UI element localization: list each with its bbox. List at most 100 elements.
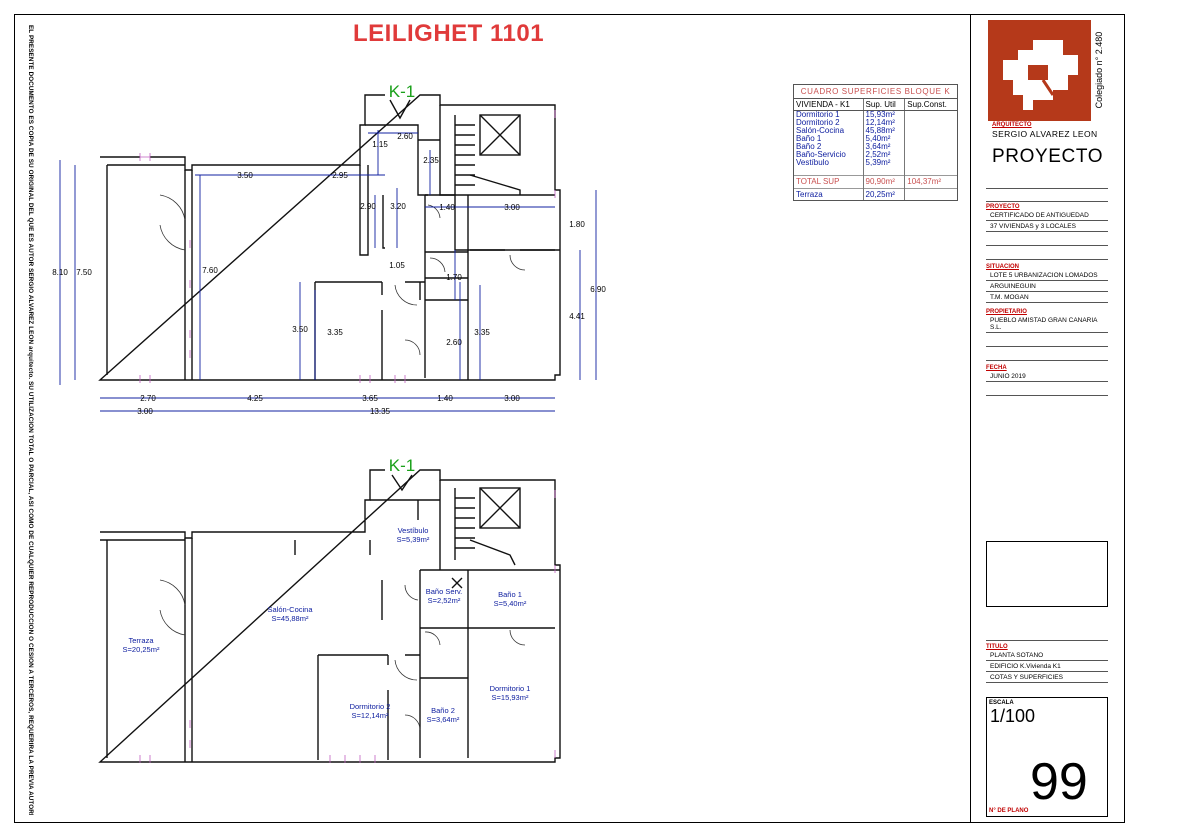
dim-label: 1.15	[372, 140, 388, 149]
arquitecto-label: ARQUITECTO	[992, 122, 1032, 128]
col-header: Sup.Const.	[904, 99, 957, 111]
titulo-line: COTAS Y SUPERFICIES	[986, 672, 1108, 683]
dim-label: 4.25	[247, 394, 263, 403]
dim-label: 3.35	[474, 328, 490, 337]
dim-label: 3.20	[390, 202, 406, 211]
plan-bottom-windows	[139, 490, 556, 763]
plan-top-dim-labels: 2.60 1.15 2.35 3.50 2.95 2.90 3.20 1.40 …	[52, 132, 606, 416]
title-block	[970, 14, 1125, 823]
table-cell: 5,39m²	[862, 159, 905, 167]
col-header: Sup. Util	[862, 99, 905, 111]
plan-bottom-rooms: Vestíbulo S=5,39m² Salón-Cocina S=45,88m…	[123, 526, 531, 724]
room-label: Baño Serv.	[426, 587, 463, 596]
table-cell: 3,64m²	[862, 143, 905, 151]
proyecto-section: PROYECTO CERTIFICADO DE ANTIGUEDAD 37 VI…	[986, 176, 1108, 396]
propietario-line: PUEBLO AMISTAD GRAN CANARIA S.L.	[986, 315, 1108, 333]
plano-label: N° DE PLANO	[989, 808, 1029, 814]
room-area: S=3,64m²	[427, 715, 460, 724]
dim-label: 1.05	[389, 261, 405, 270]
table-cell: Baño-Servicio	[796, 150, 846, 159]
dim-label: 3.00	[504, 394, 520, 403]
table-cell: Dormitorio 1	[796, 110, 840, 119]
dim-label: 2.90	[360, 202, 376, 211]
arquitecto-name: SERGIO ALVAREZ LEON	[992, 129, 1098, 139]
room-label: Terraza	[128, 636, 154, 645]
fecha-label: FECHA	[986, 365, 1007, 371]
page-title: LEILIGHET 1101	[353, 20, 545, 47]
dim-label: 7.50	[76, 268, 92, 277]
room-label: Baño 2	[431, 706, 455, 715]
situacion-line: T.M. MOGAN	[986, 292, 1108, 303]
dim-label: 3.35	[327, 328, 343, 337]
room-area: S=20,25m²	[123, 645, 160, 654]
proyecto-title: PROYECTO	[992, 146, 1104, 167]
room-area: S=5,40m²	[494, 599, 527, 608]
plan-top-windows	[139, 110, 556, 383]
surface-table: CUADRO SUPERFICIES BLOQUE K VIVIENDA - K…	[793, 84, 958, 201]
proyecto-line: 37 VIVIENDAS y 3 LOCALES	[986, 221, 1108, 232]
situacion-label: SITUACION	[986, 264, 1019, 270]
room-label: Dormitorio 2	[350, 702, 391, 711]
dim-label: 13.35	[370, 407, 391, 416]
table-cell: Baño 2	[796, 142, 822, 151]
table-cell: 15,93m²	[862, 110, 905, 119]
dim-label: 6.90	[590, 285, 606, 294]
situacion-line: LOTE 5 URBANIZACION LOMADOS	[986, 270, 1108, 281]
table-cell: Baño 1	[796, 134, 822, 143]
room-area: S=12,14m²	[352, 711, 389, 720]
escala-box	[986, 697, 1108, 817]
table-cell: Salón-Cocina	[796, 126, 845, 135]
room-area: S=2,52m²	[428, 596, 461, 605]
architect-logo	[988, 20, 1091, 121]
titulo-line: EDIFICIO K.Vivienda K1	[986, 661, 1108, 672]
dim-label: 1.80	[569, 220, 585, 229]
plan-bottom-doors	[159, 579, 526, 731]
titulo-line: PLANTA SOTANO	[986, 650, 1108, 661]
dim-label: 3.00	[137, 407, 153, 416]
table-cell: 2,52m²	[862, 151, 905, 159]
dim-label: 3.50	[237, 171, 253, 180]
drawing-frame	[14, 14, 1125, 823]
room-label: Vestíbulo	[398, 526, 429, 535]
dim-label: 8.10	[52, 268, 68, 277]
dim-label: 2.70	[140, 394, 156, 403]
room-label: Baño 1	[498, 590, 522, 599]
titulo-section: TITULO PLANTA SOTANO EDIFICIO K.Vivienda…	[986, 634, 1108, 683]
logo-icon	[1003, 40, 1078, 110]
col-header: VIVIENDA - K1	[794, 99, 864, 111]
fecha-value: JUNIO 2019	[986, 371, 1108, 382]
room-area: S=5,39m²	[397, 535, 430, 544]
situacion-line: ARGUINEGUIN	[986, 281, 1108, 292]
room-area: S=15,93m²	[492, 693, 529, 702]
plan-top-walls	[98, 94, 561, 381]
table-cell: 5,40m²	[862, 135, 905, 143]
room-label: Dormitorio 1	[490, 684, 531, 693]
titulo-label: TITULO	[986, 644, 1008, 650]
dim-label: 7.60	[202, 266, 218, 275]
propietario-label: PROPIETARIO	[986, 309, 1027, 315]
table-cell: Vestíbulo	[796, 158, 829, 167]
dim-label: 1.40	[439, 203, 455, 212]
dim-label: 1.40	[437, 394, 453, 403]
table-cell: 12,14m²	[862, 119, 905, 127]
escala-label: ESCALA	[989, 700, 1014, 706]
dim-label: 3.65	[362, 394, 378, 403]
dim-label: 3.00	[504, 203, 520, 212]
dim-label: 2.95	[332, 171, 348, 180]
dim-label: 4.41	[569, 312, 585, 321]
dim-label: 2.35	[423, 156, 439, 165]
terraza-label: Terraza	[794, 188, 864, 200]
proyecto-line: CERTIFICADO DE ANTIGUEDAD	[986, 210, 1108, 221]
room-area: S=45,88m²	[272, 614, 309, 623]
dim-label: 1.70	[446, 273, 462, 282]
plan-top-dimensions	[59, 130, 597, 412]
plan-bottom-marker: K-1	[389, 456, 415, 475]
surface-table-heading: CUADRO SUPERFICIES BLOQUE K	[794, 85, 957, 99]
stamp-box	[986, 541, 1108, 607]
room-label: Salón-Cocina	[267, 605, 313, 614]
dim-label: 2.60	[397, 132, 413, 141]
dim-label: 2.60	[446, 338, 462, 347]
terraza-value: 20,25m²	[862, 188, 905, 200]
escala-value: 1/100	[990, 706, 1036, 726]
